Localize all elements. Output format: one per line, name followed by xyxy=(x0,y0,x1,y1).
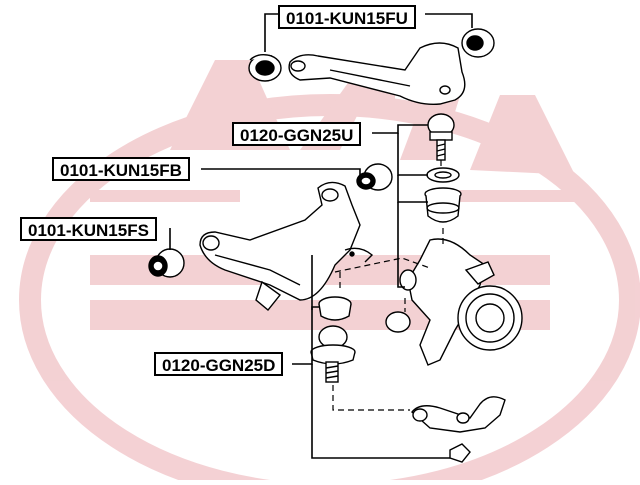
small-parts xyxy=(344,247,417,333)
lower-ball-joint-label[interactable]: 0120-GGN25D xyxy=(154,352,284,376)
upper-ball-joint-label[interactable]: 0120-GGN25U xyxy=(232,122,362,146)
lower-arm-bushing-s xyxy=(148,248,185,278)
upper-arm-bushing-right xyxy=(461,28,495,58)
steering-knuckle xyxy=(407,238,523,366)
lower-control-arm xyxy=(199,181,361,311)
lower-ball-joint xyxy=(310,296,356,383)
upper-control-arm xyxy=(288,42,466,106)
upper-arm-bushing-left xyxy=(248,53,282,82)
lower-arm-bushing-s-label[interactable]: 0101-KUN15FS xyxy=(20,217,157,241)
lower-bracket xyxy=(411,396,506,463)
lower-arm-bushing-b xyxy=(356,163,393,191)
lower-arm-bushing-b-label[interactable]: 0101-KUN15FB xyxy=(52,157,190,181)
assembly-dashed-lines xyxy=(332,160,444,411)
leader-lines xyxy=(169,13,473,459)
upper-boot xyxy=(424,167,462,223)
upper-arm-bushing-label[interactable]: 0101-KUN15FU xyxy=(278,5,416,29)
upper-ball-joint xyxy=(427,113,455,161)
